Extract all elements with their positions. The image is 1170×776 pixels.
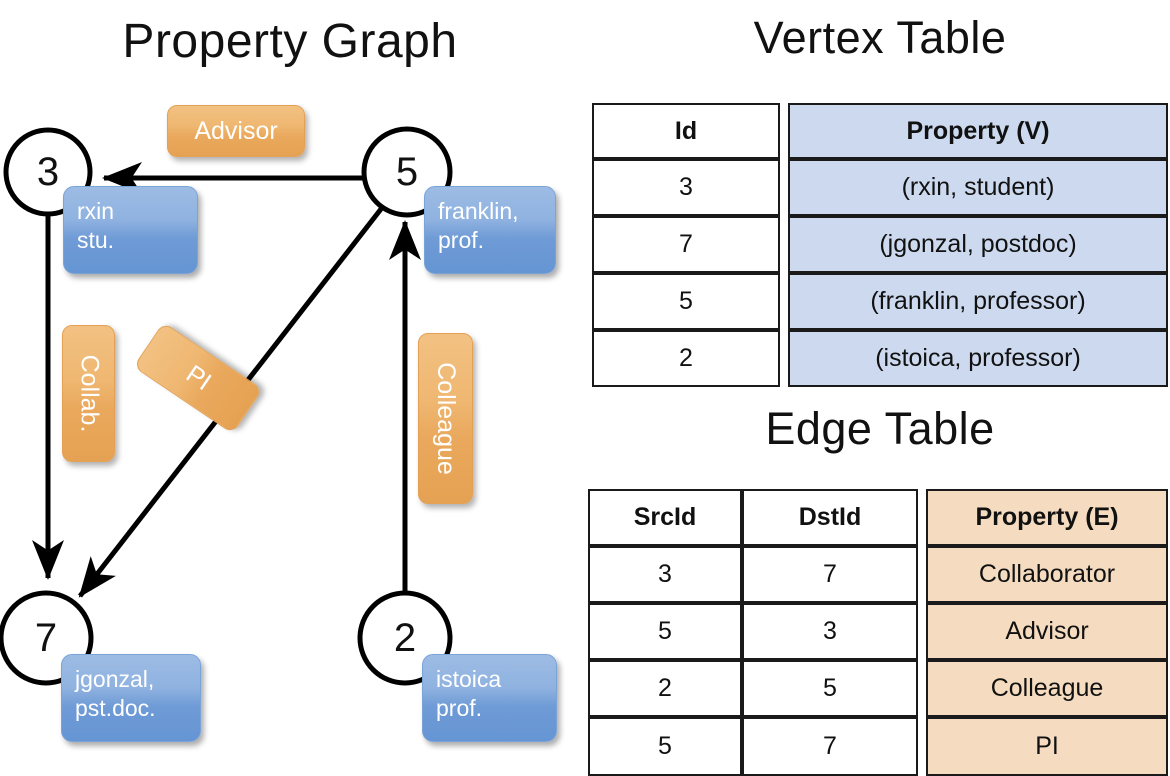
edge-table-cell-property: Collaborator — [926, 546, 1168, 603]
vertex-table: Id Property (V) 3 (rxin, student) 7 (jgo… — [592, 103, 1168, 387]
slide-canvas: Property Graph Vertex Table Edge Table 3… — [0, 12, 1168, 776]
edge-label-text: Colleague — [432, 362, 460, 475]
column-gap — [918, 660, 926, 717]
edge-table-cell-property: Advisor — [926, 603, 1168, 660]
column-gap — [780, 159, 788, 216]
edge-table: SrcId DstId Property (E) 3 7 Collaborato… — [588, 489, 1168, 776]
table-row: 3 7 Collaborator — [588, 546, 1168, 603]
node-property-line: rxin — [77, 198, 115, 224]
table-row: 3 (rxin, student) — [592, 159, 1168, 216]
page-title-property-graph: Property Graph — [122, 15, 458, 68]
edge-table-cell-srcid: 5 — [588, 717, 742, 776]
edge-label-box-collab: Collab. — [62, 325, 115, 462]
vertex-table-header-property: Property (V) — [788, 103, 1168, 159]
edge-table-cell-dstid: 3 — [742, 603, 918, 660]
table-row: 5 7 PI — [588, 717, 1168, 776]
node-property-box-rxin: rxin stu. — [63, 186, 198, 274]
node-property-box-franklin: franklin, prof. — [424, 186, 556, 274]
table-row: 7 (jgonzal, postdoc) — [592, 216, 1168, 273]
edge-table-cell-srcid: 5 — [588, 603, 742, 660]
table-header-row: SrcId DstId Property (E) — [588, 489, 1168, 546]
table-header-row: Id Property (V) — [592, 103, 1168, 159]
node-property-line: prof. — [438, 226, 485, 253]
edge-table-cell-dstid: 7 — [742, 546, 918, 603]
node-property-line: franklin, — [438, 198, 519, 224]
edge-label-text: Collab. — [75, 354, 104, 433]
column-gap — [918, 489, 926, 546]
vertex-table-cell-id: 3 — [592, 159, 780, 216]
edge-table-cell-property: Colleague — [926, 660, 1168, 717]
edge-table-cell-srcid: 3 — [588, 546, 742, 603]
column-gap — [918, 546, 926, 603]
edge-label-text: Advisor — [194, 116, 278, 145]
edge-table-header-property: Property (E) — [926, 489, 1168, 546]
edge-label-box-advisor: Advisor — [167, 105, 305, 157]
node-property-box-istoica: istoica prof. — [422, 654, 557, 742]
column-gap — [780, 216, 788, 273]
page-title-edge-table: Edge Table — [765, 403, 995, 454]
table-row: 2 5 Colleague — [588, 660, 1168, 717]
table-row: 2 (istoica, professor) — [592, 330, 1168, 387]
edge-label-box-colleague: Colleague — [418, 333, 473, 504]
node-property-line: stu. — [77, 226, 115, 253]
page-title-vertex-table: Vertex Table — [753, 12, 1007, 63]
column-gap — [780, 330, 788, 387]
vertex-table-cell-property: (franklin, professor) — [788, 273, 1168, 330]
edge-table-cell-property: PI — [926, 717, 1168, 776]
edge-table-cell-srcid: 2 — [588, 660, 742, 717]
node-property-line: jgonzal, — [75, 666, 155, 692]
vertex-table-cell-property: (jgonzal, postdoc) — [788, 216, 1168, 273]
column-gap — [780, 103, 788, 159]
node-property-line: pst.doc. — [75, 694, 156, 721]
node-property-line: prof. — [436, 694, 483, 721]
node-property-box-jgonzal: jgonzal, pst.doc. — [61, 654, 201, 742]
node-property-line: istoica — [436, 666, 502, 692]
table-row: 5 3 Advisor — [588, 603, 1168, 660]
column-gap — [918, 603, 926, 660]
vertex-table-cell-id: 7 — [592, 216, 780, 273]
vertex-table-cell-property: (istoica, professor) — [788, 330, 1168, 387]
vertex-table-cell-id: 5 — [592, 273, 780, 330]
vertex-table-cell-id: 2 — [592, 330, 780, 387]
edge-table-cell-dstid: 7 — [742, 717, 918, 776]
vertex-table-header-id: Id — [592, 103, 780, 159]
edge-table-cell-dstid: 5 — [742, 660, 918, 717]
table-row: 5 (franklin, professor) — [592, 273, 1168, 330]
vertex-table-cell-property: (rxin, student) — [788, 159, 1168, 216]
edge-table-header-srcid: SrcId — [588, 489, 742, 546]
column-gap — [918, 717, 926, 776]
edge-table-header-dstid: DstId — [742, 489, 918, 546]
column-gap — [780, 273, 788, 330]
edge-label-text: PI — [180, 359, 216, 396]
